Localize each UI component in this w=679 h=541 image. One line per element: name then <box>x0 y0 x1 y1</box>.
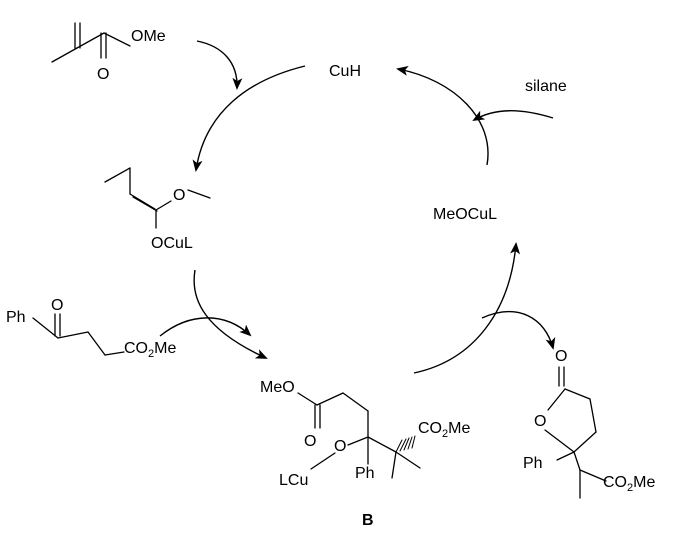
intermediate-ph-label: Ph <box>355 465 375 482</box>
enolate-ocul-label: OCuL <box>151 235 193 252</box>
lactone-carbonyl-o-label: O <box>555 348 567 365</box>
intermediate-b-structure: MeO O O LCu Ph CO2Me <box>260 379 470 489</box>
intermediate-meo-label: MeO <box>260 379 295 396</box>
methacrylate-ome-label: OMe <box>131 28 166 45</box>
intermediate-alkoxide-o-label: O <box>334 438 346 455</box>
silane-label: silane <box>525 78 567 95</box>
cycle-arrow-aldol <box>193 269 268 359</box>
intermediate-lcu-label: LCu <box>279 472 308 489</box>
arrow-silane-in <box>472 110 554 121</box>
lactone-ring-o-label: O <box>534 413 546 430</box>
intermediate-carbonyl-o-label: O <box>304 433 316 450</box>
arrow-ketoester-in <box>159 317 252 337</box>
methyl-methacrylate-structure: OMe O <box>51 22 166 83</box>
arrow-methacrylate-in <box>196 40 243 90</box>
ketoester-o-label: O <box>51 297 63 314</box>
ketoester-ph-label: Ph <box>6 309 26 326</box>
lactone-ph-label: Ph <box>523 455 543 472</box>
cycle-arrow-hydrocupration <box>192 65 306 172</box>
lactone-product-structure: O O Ph CO2Me <box>523 348 655 499</box>
arrow-lactone-out <box>481 310 556 350</box>
methoxide-meocul-label: MeOCuL <box>433 206 497 223</box>
intermediate-co2me-label: CO2Me <box>418 420 470 440</box>
lactone-co2me-label: CO2Me <box>603 474 655 494</box>
methacrylate-o-label: O <box>97 66 109 83</box>
enolate-o-label: O <box>173 187 185 204</box>
ketoester-co2me-label: CO2Me <box>124 340 176 360</box>
ketoester-structure: O Ph CO2Me <box>6 297 176 360</box>
catalyst-cuh-label: CuH <box>329 63 361 80</box>
cycle-arrow-lactonization <box>413 242 521 374</box>
cycle-arrow-sigma-bond-metathesis <box>396 65 489 166</box>
copper-enolate-structure: O OCuL <box>104 167 211 252</box>
intermediate-b-label: B <box>362 512 374 529</box>
